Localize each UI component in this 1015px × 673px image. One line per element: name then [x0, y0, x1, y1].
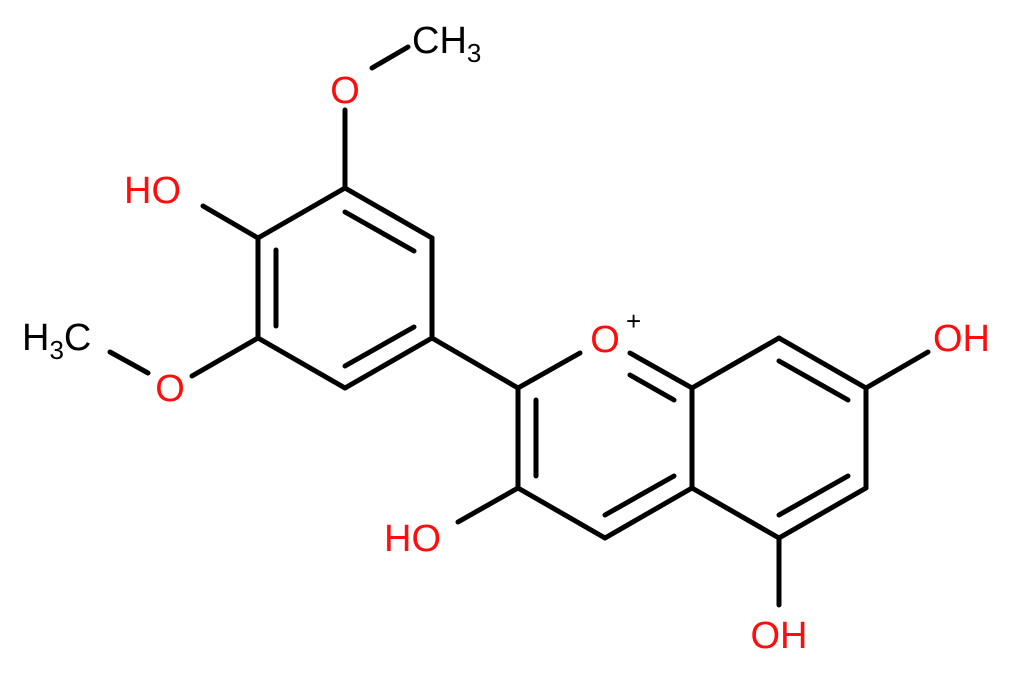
bond [776, 335, 869, 391]
bond [342, 209, 417, 254]
bond [255, 185, 348, 241]
bond [863, 349, 931, 391]
bond [429, 335, 521, 391]
bond [776, 485, 869, 541]
bond [602, 485, 695, 541]
atom-labels: CH3 O HO H3C O O + OH HO OH [22, 20, 990, 657]
bond [689, 335, 782, 391]
hydroxy-5-label: OH [751, 615, 808, 657]
bond [255, 335, 348, 391]
bond [602, 473, 677, 518]
bond [689, 485, 782, 541]
left-methyl-label: H3C [22, 317, 91, 365]
bond [107, 349, 151, 376]
bond [342, 335, 435, 391]
hydroxy-4p-label: HO [124, 170, 181, 212]
bond [515, 350, 583, 391]
top-methoxy-oxygen-label: O [330, 70, 360, 112]
bond [369, 44, 411, 71]
bond [776, 358, 851, 403]
ring-oxygen-charge: + [626, 306, 641, 336]
bond [342, 324, 417, 369]
bond [455, 485, 521, 525]
bond [776, 473, 851, 518]
bonds [107, 44, 931, 608]
bond [200, 203, 261, 241]
bond [627, 372, 677, 403]
hydroxy-3-label: HO [384, 518, 441, 560]
bond [515, 485, 608, 541]
ring-oxygen-label: O [590, 319, 620, 361]
bond [342, 185, 435, 241]
left-methoxy-oxygen-label: O [155, 368, 185, 410]
bond [627, 350, 695, 391]
bond [189, 335, 261, 379]
hydroxy-7-label: OH [933, 318, 990, 360]
top-methyl-label: CH3 [412, 20, 481, 68]
